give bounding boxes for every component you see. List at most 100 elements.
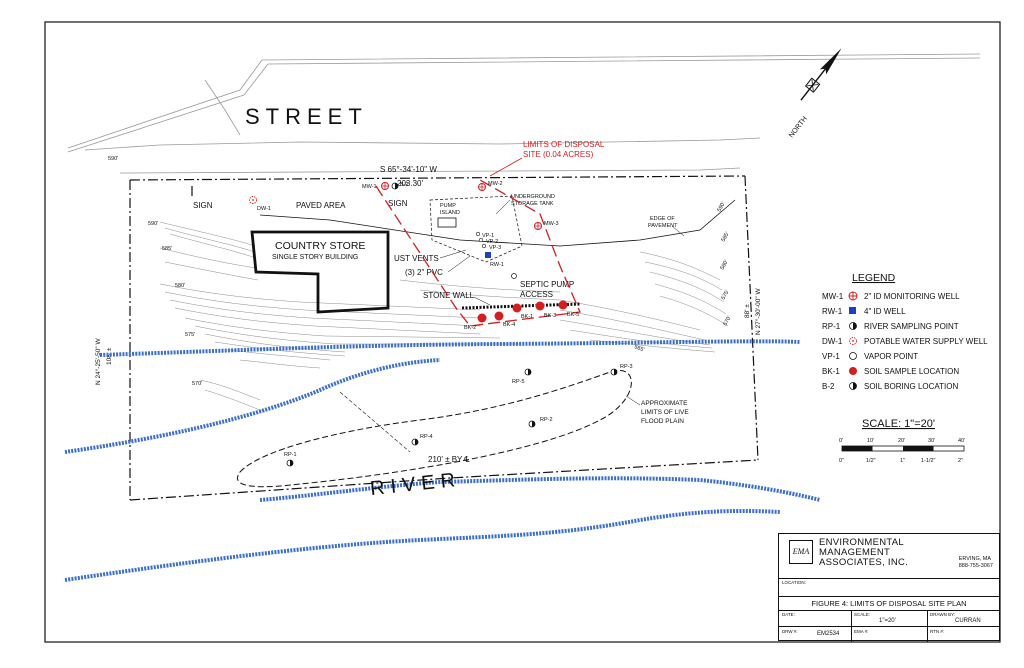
legend-item-rp: RP-1 RIVER SAMPLING POINT [822,322,959,331]
svg-text:VP-1: VP-1 [822,352,840,361]
street-label: STREET [245,104,368,129]
contour-label-river-565: 565' [633,344,645,353]
soil-sample-bk4[interactable] [494,311,504,321]
company-logo: EMA [789,540,813,564]
soil-sample-bk3[interactable] [535,301,545,311]
country-store-building [250,230,390,314]
river-sample-rp1[interactable] [286,459,294,467]
rtn-label: RTN #: [930,629,945,634]
edge-of-pavement-label-1: EDGE OF [650,216,675,222]
pvc-label: (3) 2" PVC [405,268,443,277]
river-sample-rp4[interactable] [411,438,419,446]
scale-bottom-1: 1/2" [866,458,876,464]
recovery-well-rw1[interactable] [485,252,491,258]
ema-label: EMA #: [854,629,869,634]
rp3-label: RP-3 [620,364,633,370]
legend-title: LEGEND [852,272,896,284]
svg-text:SOIL SAMPLE LOCATION: SOIL SAMPLE LOCATION [864,367,959,376]
property-boundary [129,175,759,501]
scale-bottom-3: 1-1/2" [921,458,936,464]
svg-text:2" ID MONITORING WELL: 2" ID MONITORING WELL [864,292,960,301]
location-row [779,578,999,579]
mw1-label: MW-1 [362,184,377,190]
limits-label-2: SITE (0.04 ACRES) [523,150,594,159]
boring-b2[interactable] [391,182,399,190]
bearing-right: N 27°-30'-00" W [754,288,762,335]
pvc-leader [447,255,471,273]
legend-item-mw: MW-1 2" ID MONITORING WELL [822,291,960,301]
pump-island-label-1: PUMP [440,203,456,209]
edge-of-pavement [259,199,736,247]
vp3-label: VP-3 [489,245,501,251]
company-name: ENVIRONMENTAL MANAGEMENT ASSOCIATES, INC… [819,537,909,568]
river-label: RIVER [369,469,462,500]
svg-text:MW-1: MW-1 [822,292,844,301]
soil-sample-bk1[interactable] [512,303,522,313]
legend-item-dw: DW-1 POTABLE WATER SUPPLY WELL [822,337,988,346]
pump-island [437,217,457,228]
svg-text:RW-1: RW-1 [822,307,843,316]
scale-top-0: 0' [839,438,843,444]
rp4-label: RP-4 [420,434,433,440]
legend: LEGEND MW-1 2" ID MONITORING WELL RW-1 4… [822,272,988,391]
septic-access-icon [511,273,517,279]
potable-well-dw1[interactable] [249,196,257,204]
river-banks [64,339,821,582]
contour-lines [159,221,729,413]
limits-label-1: LIMITS OF DISPOSAL [523,140,605,149]
svg-text:RIVER SAMPLING POINT: RIVER SAMPLING POINT [864,322,959,331]
svg-text:B-2: B-2 [822,382,835,391]
rp2-label: RP-2 [540,417,553,423]
company-location: ERVING, MA 888-755-3067 [958,556,993,569]
scale-bottom-2: 1" [900,458,905,464]
contour-label-r570: 570' [723,315,733,327]
sign-label-2: SIGN [388,199,408,208]
bk3-label: BK-3 [544,313,556,319]
distance-right: 88' ± [744,304,751,318]
north-label: NORTH [788,115,809,139]
scale-bottom-0: 0" [839,458,844,464]
stone-wall-label: STONE WALL [423,291,475,300]
soil-sample-bk5[interactable] [558,300,568,310]
scale-title: SCALE: 1"=20' [862,418,935,430]
flood-label-1: APPROXIMATE [641,400,688,407]
septic-label-1: SEPTIC PUMP [520,280,574,289]
info-row [779,610,999,611]
monitoring-well-mw1[interactable] [381,182,389,190]
legend-item-vp: VP-1 VAPOR POINT [822,352,918,361]
septic-label-2: ACCESS [520,290,553,299]
country-store-label: COUNTRY STORE [275,240,365,252]
soil-sample-bk2[interactable] [477,313,487,323]
sheet-border [44,21,1001,643]
scale-top-1: 10' [867,438,874,444]
drawn-by-value: CURRAN [955,618,981,624]
edge-of-pavement-leader [671,225,685,237]
rw1-label: RW-1 [490,262,504,268]
edge-of-pavement-label-2: PAVEMENT [648,223,678,229]
red-filled-circle-icon [849,367,857,375]
svg-text:4" ID WELL: 4" ID WELL [864,307,906,316]
numbers-row [779,626,999,627]
monitoring-well-mw2[interactable] [478,183,486,191]
contour-label-r575: 575' [721,289,731,301]
contour-label-575: 575' [185,332,195,338]
limits-of-disposal-boundary [375,179,581,327]
vapor-points[interactable] [475,231,487,249]
street-edges [67,53,981,174]
contour-label-590: 590' [148,221,158,227]
bk4-label: BK-4 [503,322,515,328]
svg-text:RP-1: RP-1 [822,322,841,331]
legend-item-bk: BK-1 SOIL SAMPLE LOCATION [822,367,959,376]
dw1-label: DW-1 [257,206,271,212]
scale-label: SCALE: [854,612,871,617]
bk5-label: BK-5 [567,312,579,318]
monitoring-well-mw3[interactable] [534,222,542,230]
drw-label: DRW #: [782,629,798,634]
bearing-top: S 65°-34'-10" W [380,165,437,174]
river-sample-rp3[interactable] [610,368,618,376]
river-sample-rp2[interactable] [528,420,536,428]
distance-top: 203.30' [397,179,423,188]
river-sample-rp5[interactable] [524,368,532,376]
